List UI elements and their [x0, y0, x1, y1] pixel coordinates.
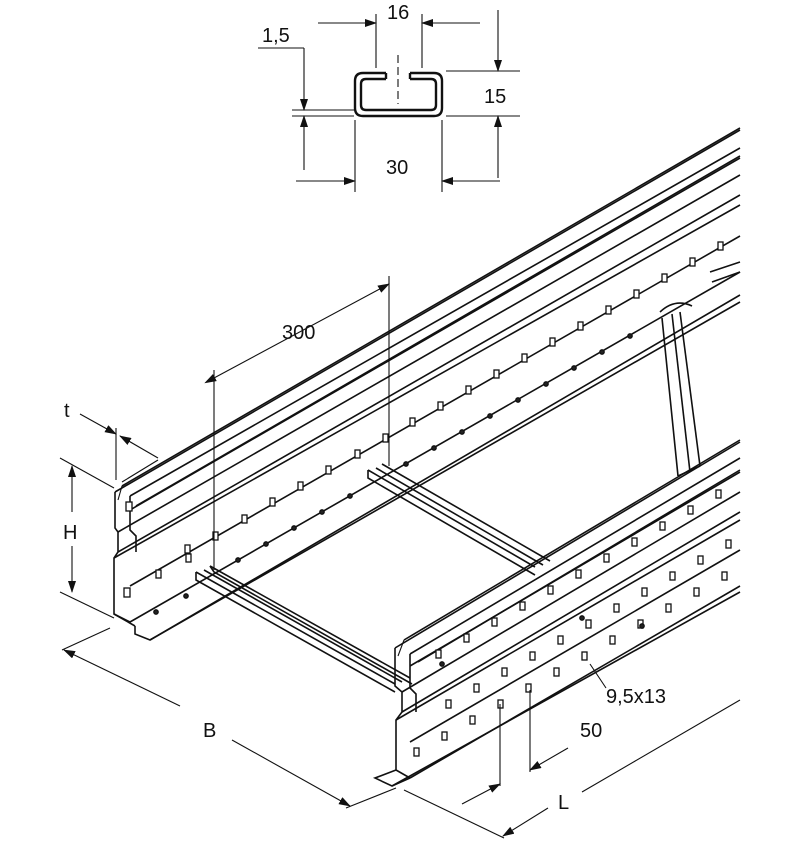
width-label: B	[203, 720, 216, 742]
hole-size-label: 9,5x13	[606, 686, 666, 708]
profile-height-label: 15	[484, 86, 506, 108]
rung-1	[195, 565, 413, 693]
front-side-rail	[372, 439, 741, 787]
profile-thickness-label: 1,5	[262, 25, 290, 47]
side-height-label: H	[63, 522, 77, 544]
rail-holes	[123, 241, 732, 757]
hole-pitch-label: 50	[580, 720, 602, 742]
wall-thickness-label: t	[64, 400, 70, 422]
rung-back-far	[709, 261, 741, 283]
rung-2	[367, 463, 551, 576]
length-label: L	[558, 792, 569, 814]
profile-slot-width-label: 16	[387, 2, 409, 24]
profile-width-label: 30	[386, 157, 408, 179]
c-profile-section	[258, 10, 520, 192]
rung-spacing-label: 300	[282, 322, 315, 344]
ladder-dimension-lines	[59, 276, 741, 839]
back-side-rail	[113, 127, 741, 641]
